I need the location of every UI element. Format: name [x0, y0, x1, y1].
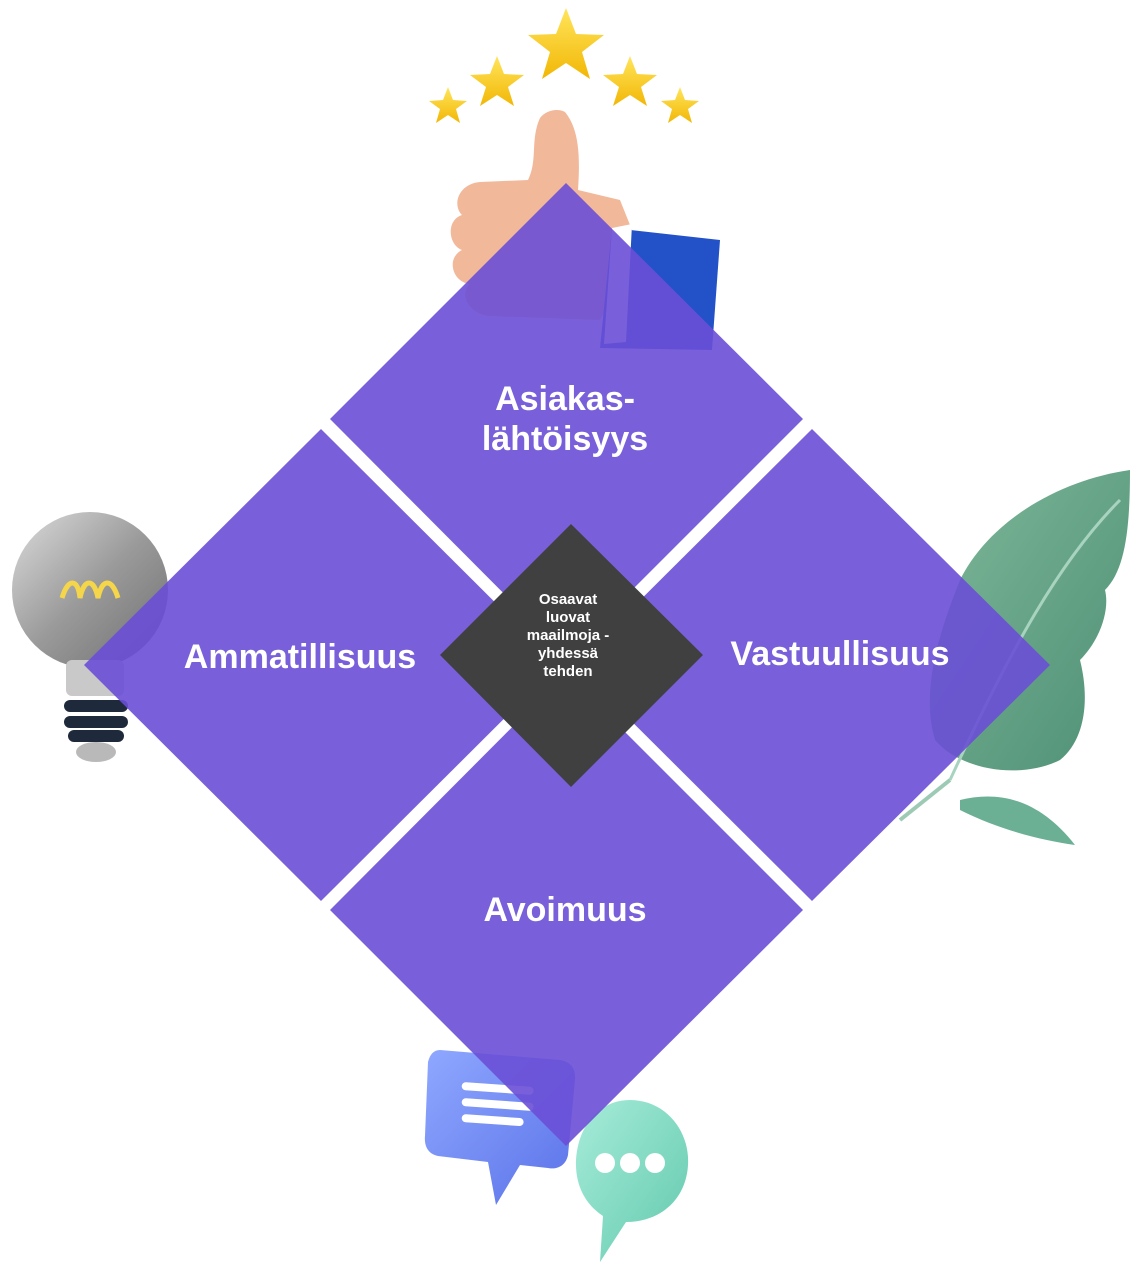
label-avoimuus: Avoimuus — [483, 891, 647, 929]
label-ammatillisuus: Ammatillisuus — [183, 638, 417, 676]
label-vastuullisuus: Vastuullisuus — [730, 635, 950, 673]
quadrant-bottom — [330, 673, 803, 1146]
center-label: Osaavat luovat maailmoja - yhdessä tehde… — [526, 591, 610, 680]
quadrant-left — [84, 429, 558, 901]
quadrant-right — [575, 429, 1050, 901]
chat-bubbles-icon — [424, 1050, 689, 1262]
center-diamond — [440, 524, 703, 787]
quadrant-top — [330, 183, 803, 656]
label-asiakaslahtoisyys: Asiakas- lähtöisyys — [481, 380, 649, 458]
